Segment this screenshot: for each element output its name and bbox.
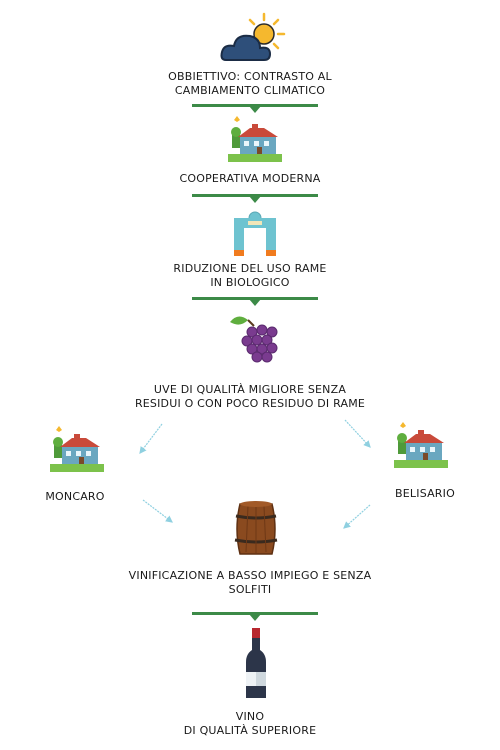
sun-cloud-icon xyxy=(220,12,288,64)
separator-arrow xyxy=(249,614,261,621)
belisario-label: BELISARIO xyxy=(380,487,470,501)
vinification-line-2: SOLFITI xyxy=(228,583,272,596)
farmhouse-icon xyxy=(390,420,450,472)
separator-arrow xyxy=(249,299,261,306)
separator-bar xyxy=(192,612,318,615)
gate-icon xyxy=(230,210,280,258)
farmhouse-icon xyxy=(46,424,106,476)
arrow-grapes-to-moncaro xyxy=(139,423,163,454)
arrow-belisario-to-vinification xyxy=(343,504,371,529)
belisario-line-1: BELISARIO xyxy=(395,487,455,500)
separator-bar xyxy=(192,104,318,107)
grapes-icon xyxy=(226,312,284,366)
separator-arrow xyxy=(249,196,261,203)
wine-line-1: VINO xyxy=(235,710,265,723)
grapes-line-1: UVE DI QUALITÀ MIGLIORE SENZA xyxy=(153,383,347,396)
vinification-label: VINIFICAZIONE A BASSO IMPIEGO E SENZA SO… xyxy=(120,569,380,597)
grapes-label: UVE DI QUALITÀ MIGLIORE SENZA RESIDUI O … xyxy=(120,383,380,411)
objective-line-1: OBBIETTIVO: CONTRASTO AL xyxy=(168,70,332,83)
objective-label: OBBIETTIVO: CONTRASTO AL CAMBIAMENTO CLI… xyxy=(150,70,350,98)
copper-label: RIDUZIONE DEL USO RAME IN BIOLOGICO xyxy=(150,262,350,290)
grapes-line-2: RESIDUI O CON POCO RESIDUO DI RAME xyxy=(134,397,366,410)
moncaro-line-1: MONCARO xyxy=(45,490,105,503)
objective-line-2: CAMBIAMENTO CLIMATICO xyxy=(174,84,326,97)
wine-bottle-icon xyxy=(244,628,268,700)
arrow-moncaro-to-vinification xyxy=(142,499,173,523)
cooperative-line-1: COOPERATIVA MODERNA xyxy=(179,172,321,185)
separator-arrow xyxy=(249,106,261,113)
arrow-grapes-to-belisario xyxy=(344,419,371,448)
separator-bar xyxy=(192,297,318,300)
cooperative-label: COOPERATIVA MODERNA xyxy=(150,172,350,186)
copper-line-1: RIDUZIONE DEL USO RAME xyxy=(173,262,327,275)
copper-line-2: IN BIOLOGICO xyxy=(210,276,290,289)
wine-line-2: DI QUALITÀ SUPERIORE xyxy=(183,724,317,737)
barrel-icon xyxy=(234,500,278,558)
wine-label: VINO DI QUALITÀ SUPERIORE xyxy=(150,710,350,738)
farmhouse-icon xyxy=(224,114,284,166)
vinification-line-1: VINIFICAZIONE A BASSO IMPIEGO E SENZA xyxy=(128,569,372,582)
moncaro-label: MONCARO xyxy=(30,490,120,504)
separator-bar xyxy=(192,194,318,197)
